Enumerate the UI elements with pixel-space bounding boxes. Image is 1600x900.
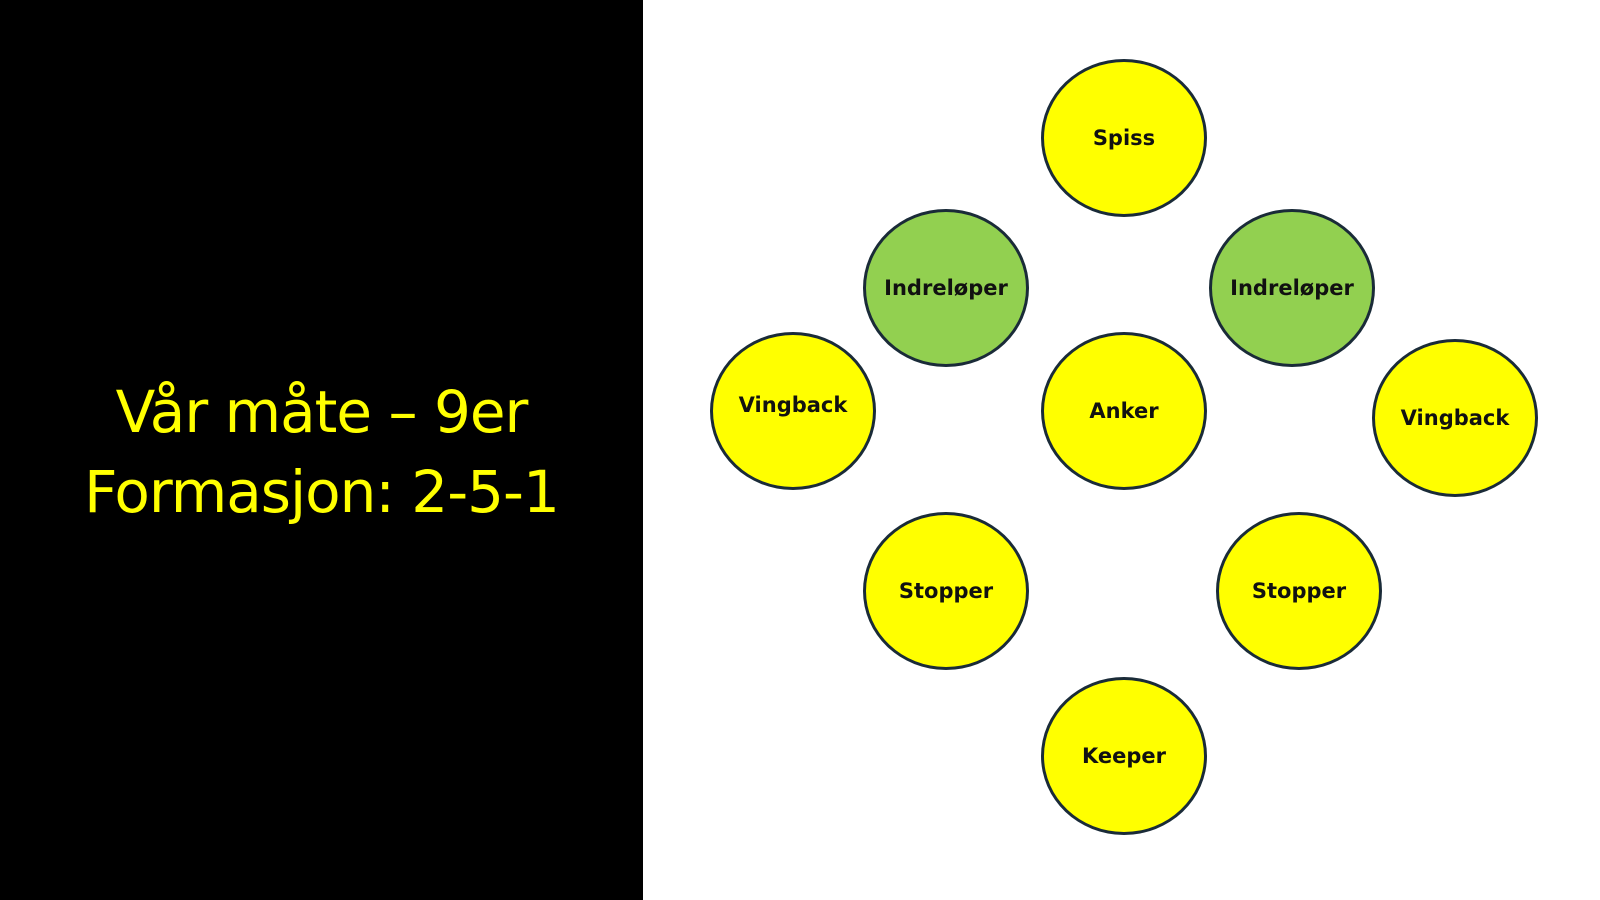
- player-stopper-right: Stopper: [1216, 512, 1382, 670]
- player-label: Indreløper: [884, 276, 1008, 300]
- player-stopper-left: Stopper: [863, 512, 1029, 670]
- title-line-2: Formasjon: 2-5-1: [84, 458, 560, 526]
- player-label: Spiss: [1092, 126, 1156, 150]
- player-vingback-left: Vingback: [710, 332, 876, 490]
- player-label: Keeper: [1081, 744, 1167, 768]
- player-label: Vingback: [1400, 406, 1510, 430]
- slide-title: Vår måte – 9er Formasjon: 2-5-1: [0, 372, 643, 532]
- title-line-1: Vår måte – 9er: [115, 378, 529, 446]
- player-label: Anker: [1089, 399, 1159, 423]
- player-label: Stopper: [898, 579, 994, 603]
- player-label: Stopper: [1251, 579, 1347, 603]
- player-vingback-right: Vingback: [1372, 339, 1538, 497]
- player-spiss: Spiss: [1041, 59, 1207, 217]
- player-indreloper-left: Indreløper: [863, 209, 1029, 367]
- player-label: Vingback: [738, 393, 848, 417]
- title-panel: Vår måte – 9er Formasjon: 2-5-1: [0, 0, 643, 900]
- player-anker: Anker: [1041, 332, 1207, 490]
- player-indreloper-right: Indreløper: [1209, 209, 1375, 367]
- player-label: Indreløper: [1230, 276, 1354, 300]
- player-keeper: Keeper: [1041, 677, 1207, 835]
